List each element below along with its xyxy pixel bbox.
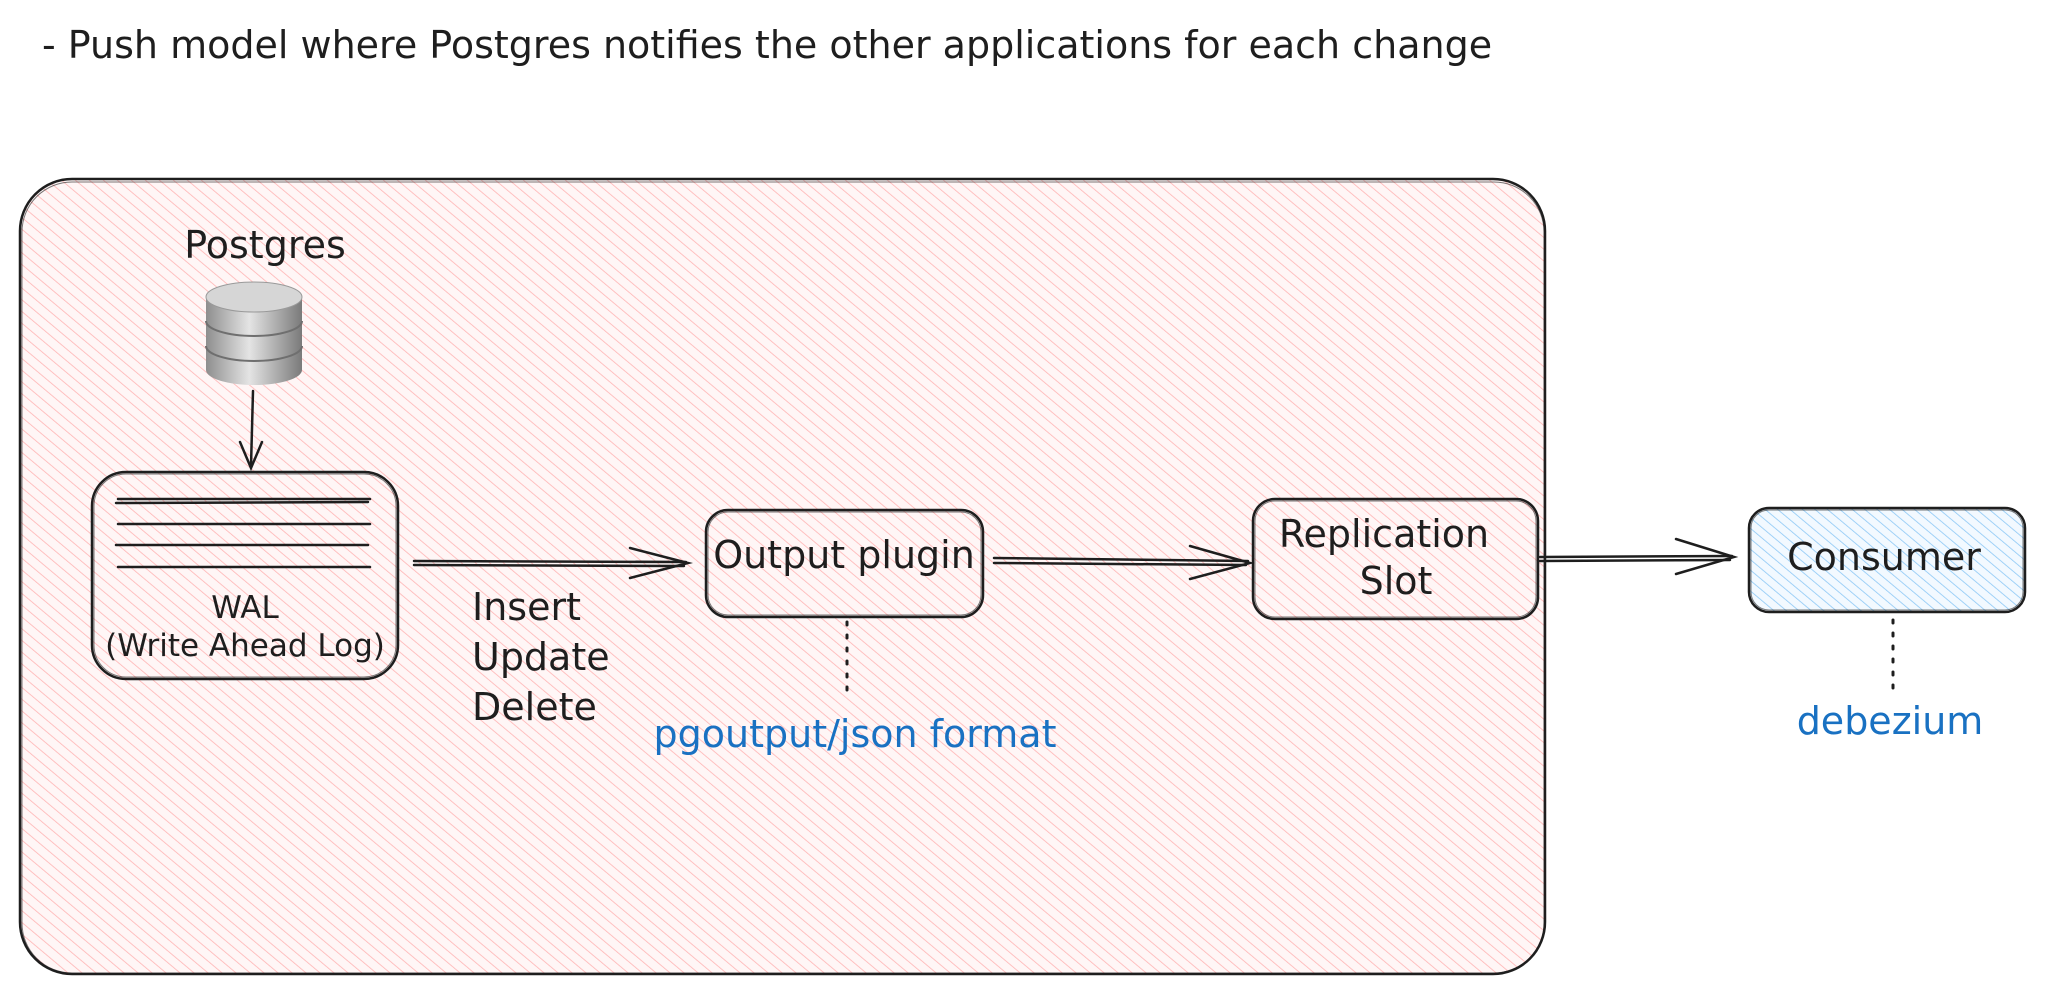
operation-update: Update (472, 635, 610, 679)
wal-title: WAL (211, 590, 279, 626)
operations-list: Insert Update Delete (472, 585, 610, 729)
output-plugin-label: Output plugin (713, 533, 975, 577)
arrow-wal-to-output-plugin (412, 546, 693, 580)
replication-slot-subtitle: Slot (1360, 559, 1433, 603)
wal-subtitle: (Write Ahead Log) (105, 628, 385, 664)
arrow-postgres-to-wal (238, 389, 264, 472)
output-format-label: pgoutput/json format (654, 712, 1057, 756)
consumer-box: Consumer (1747, 506, 2027, 614)
arrow-replication-slot-to-consumer (1538, 537, 1739, 576)
replication-slot-title: Replication (1279, 512, 1489, 556)
operation-insert: Insert (472, 585, 581, 629)
consumer-impl-label: debezium (1797, 699, 1984, 743)
replication-slot-box: Replication Slot (1251, 497, 1540, 621)
log-lines (114, 497, 372, 569)
operation-delete: Delete (472, 685, 597, 729)
postgres-label: Postgres (184, 223, 346, 267)
output-plugin-box: Output plugin (704, 508, 985, 619)
database-icon (205, 281, 303, 385)
postgres-region (18, 177, 1547, 976)
consumer-label: Consumer (1787, 535, 1981, 579)
heading-text: - Push model where Postgres notifies the… (42, 23, 1492, 67)
wal-box: WAL (Write Ahead Log) (90, 470, 400, 681)
arrow-output-plugin-to-replication-slot (992, 544, 1255, 581)
